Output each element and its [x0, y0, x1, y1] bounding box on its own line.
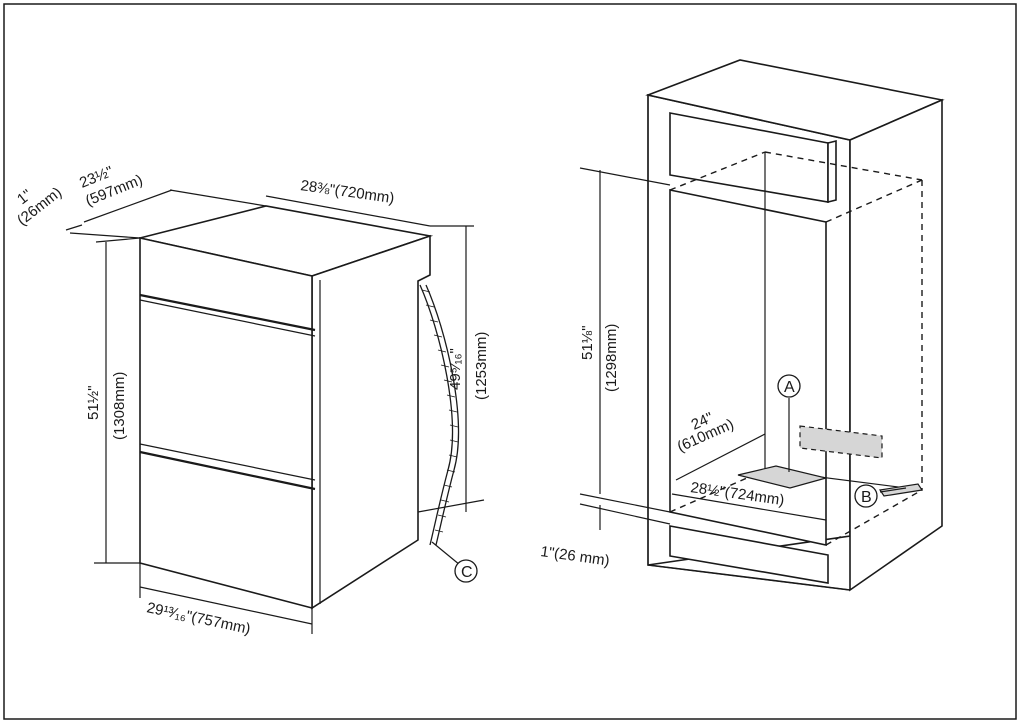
callout-a-label: A — [784, 379, 795, 396]
height-1253mm-label: (1253mm) — [473, 332, 490, 400]
height-1298mm-label: (1298mm) — [603, 324, 620, 392]
callout-c-circle — [454, 559, 478, 583]
gap-1in-label: 1"(26 mm) — [539, 543, 610, 570]
control-panel-edge — [139, 293, 316, 332]
figure-border — [3, 3, 1017, 720]
lower-door-edge — [139, 450, 316, 491]
depth-29-13-16-label: 29¹³⁄₁₆"(757mm) — [145, 599, 252, 638]
floor-strip-b — [878, 483, 924, 497]
cabinet-side — [849, 98, 943, 592]
oven-front-face — [139, 237, 313, 610]
callout-a-circle — [777, 374, 801, 398]
height-51-1-8-label: 51⅛" — [579, 325, 596, 360]
cabinet-drawing — [579, 59, 945, 592]
callout-c-label: C — [461, 564, 473, 581]
height-1308mm-label: (1308mm) — [111, 372, 128, 440]
power-cable — [419, 284, 454, 546]
oven-unit-drawing — [65, 189, 485, 634]
callout-b-label: B — [861, 489, 872, 506]
width-28-3-8-label: 28⅜"(720mm) — [299, 177, 395, 207]
callout-b-circle — [854, 484, 878, 508]
upper-door-edge — [139, 443, 316, 481]
lower-trim-panel — [669, 525, 829, 584]
height-49-5-16-label: 49⁵⁄₁₆" — [447, 348, 464, 390]
side-opening-b — [799, 425, 883, 459]
floor-cutout-a — [737, 465, 829, 489]
oven-side-face — [311, 234, 431, 610]
height-51-5-label: 51½" — [85, 385, 102, 420]
